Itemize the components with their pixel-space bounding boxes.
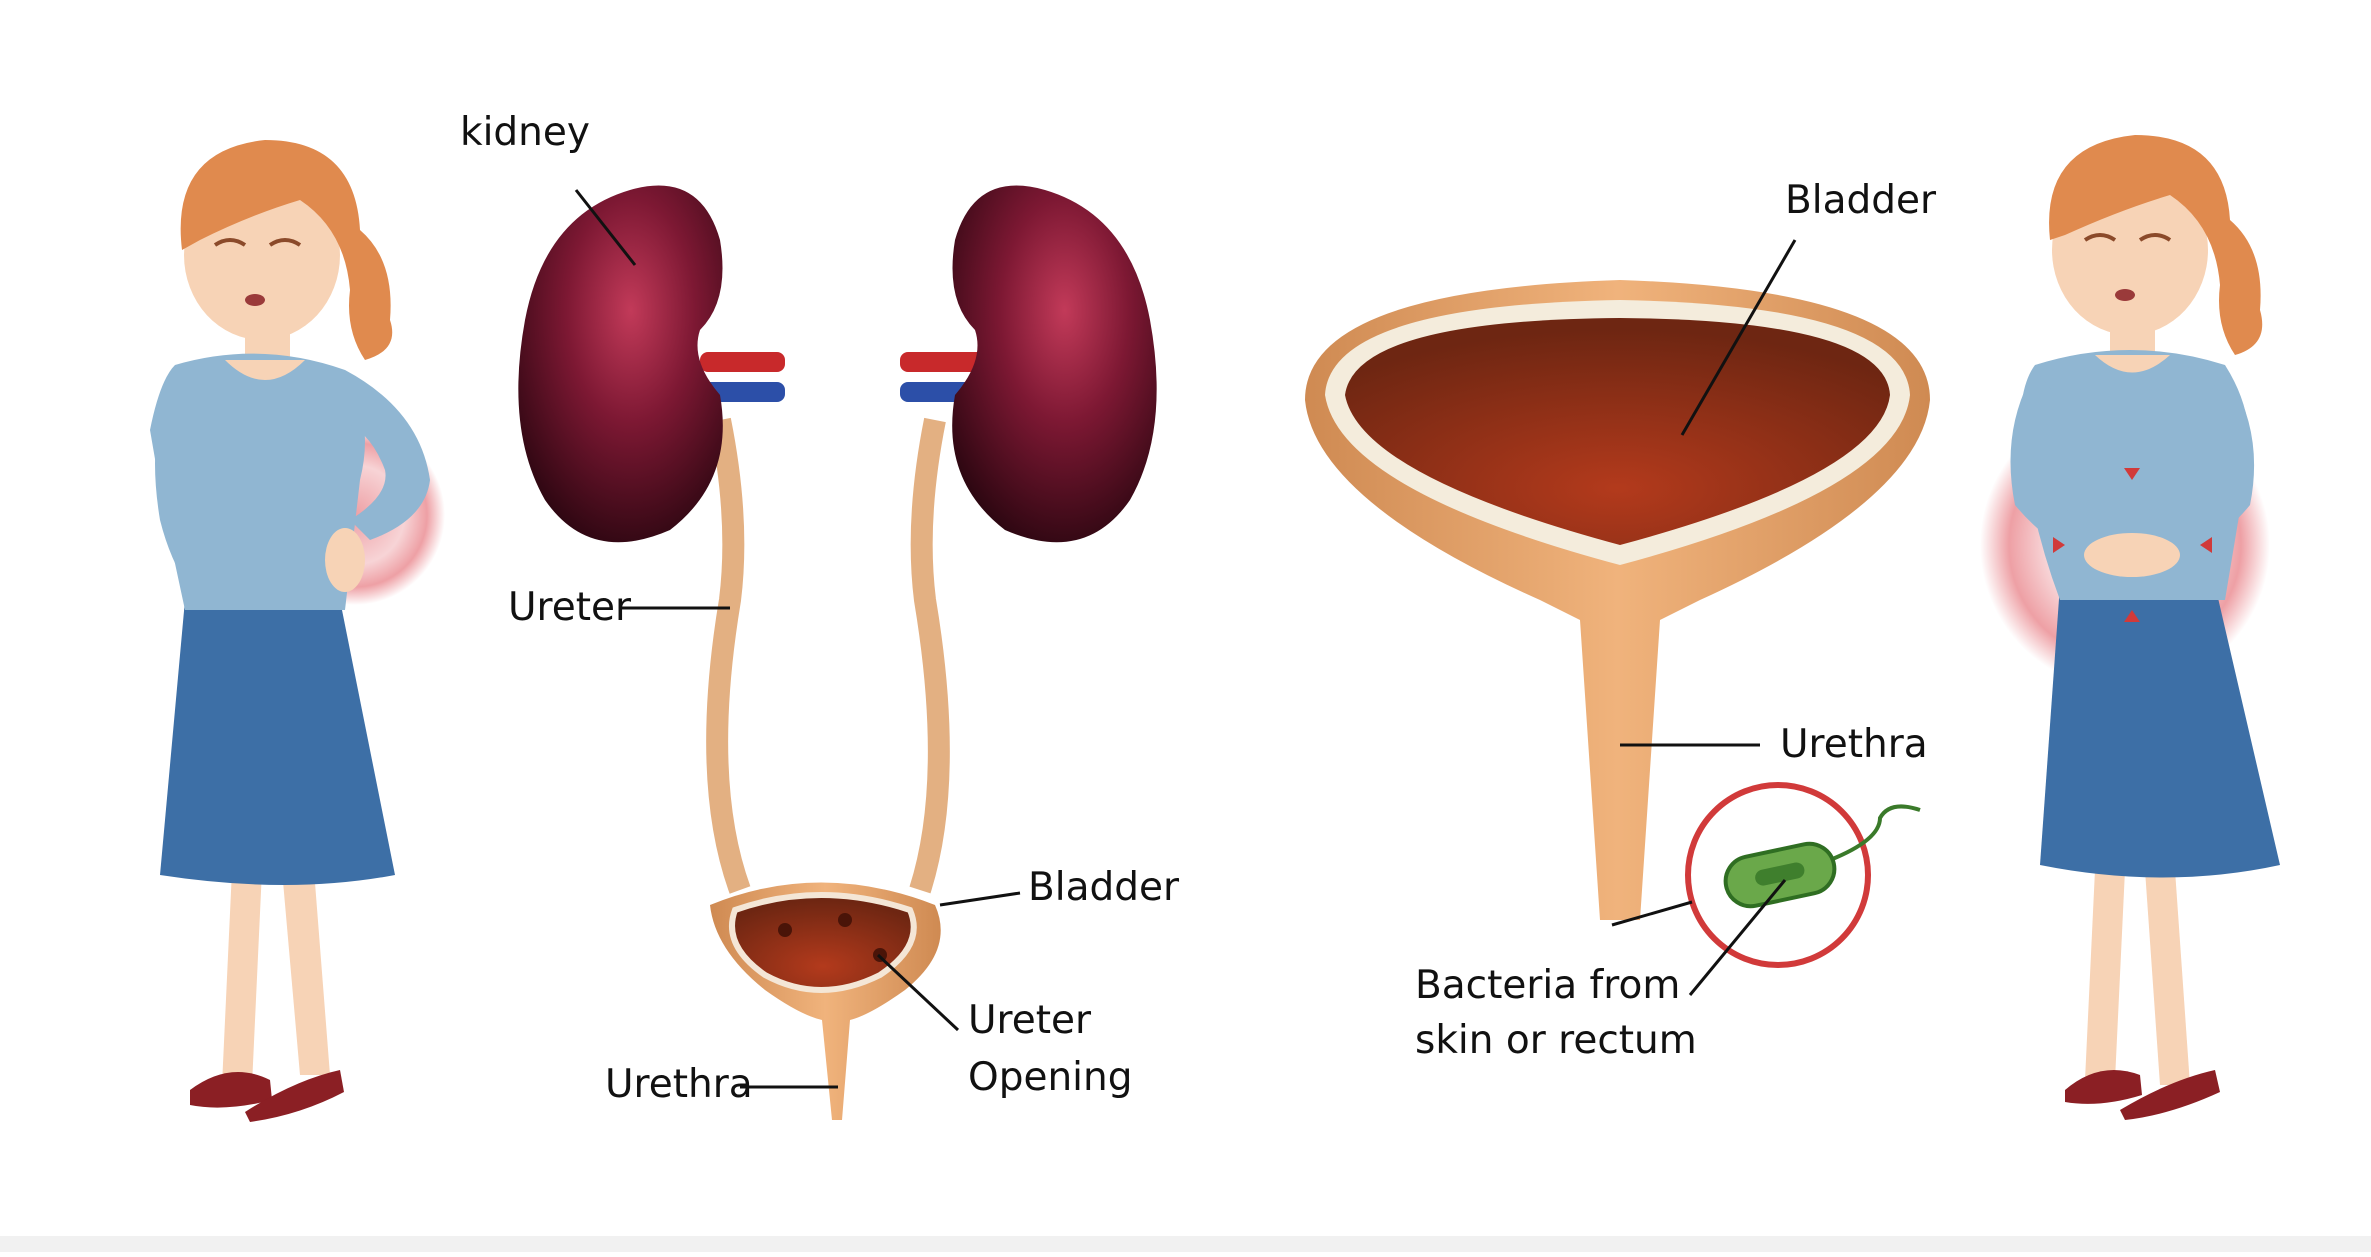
woman-back-pain-icon	[150, 140, 445, 1122]
vein	[700, 382, 785, 402]
woman-abdominal-pain-icon	[1980, 135, 2280, 1120]
bladder-small-inner	[729, 892, 917, 993]
label-ureter-opening-2: Opening	[968, 1055, 1132, 1100]
shoe	[2065, 1070, 2142, 1104]
ureter-opening-leader	[876, 953, 960, 1032]
bladder-leader-right	[1680, 239, 1797, 436]
artery	[700, 352, 785, 372]
kidney-right	[952, 185, 1157, 543]
bladder-large-inner	[1345, 318, 1890, 545]
kidney-left	[518, 185, 723, 543]
bacteria-pointer	[1611, 900, 1693, 927]
skirt	[2040, 585, 2280, 878]
skirt	[160, 600, 395, 885]
blouse	[150, 353, 365, 610]
hair	[2049, 135, 2263, 355]
label-bladder-right: Bladder	[1785, 178, 1937, 223]
label-bacteria-2: skin or rectum	[1415, 1018, 1697, 1063]
hair	[180, 140, 393, 360]
label-urethra-right: Urethra	[1780, 722, 1928, 767]
urinary-system	[518, 185, 1157, 1120]
label-bladder-left: Bladder	[1028, 865, 1180, 910]
artery	[900, 352, 985, 372]
shoe	[2120, 1070, 2220, 1120]
shoe	[245, 1070, 344, 1122]
label-urethra-left: Urethra	[605, 1062, 753, 1107]
bacteria-leader	[1688, 879, 1787, 996]
label-ureter-opening-1: Ureter	[968, 998, 1092, 1043]
label-kidney: kidney	[460, 110, 590, 155]
bacterium-icon	[1685, 782, 1921, 968]
right-ureter	[909, 417, 950, 894]
bottom-strip	[0, 1236, 2371, 1252]
hands	[2084, 533, 2180, 577]
bladder-leader-left	[939, 891, 1021, 907]
bladder-icon	[1305, 280, 1930, 920]
kidney-leader	[574, 189, 637, 266]
label-ureter: Ureter	[508, 585, 632, 630]
left-ureter	[706, 417, 751, 894]
shoe	[190, 1072, 272, 1108]
label-bacteria-1: Bacteria from	[1415, 963, 1680, 1008]
